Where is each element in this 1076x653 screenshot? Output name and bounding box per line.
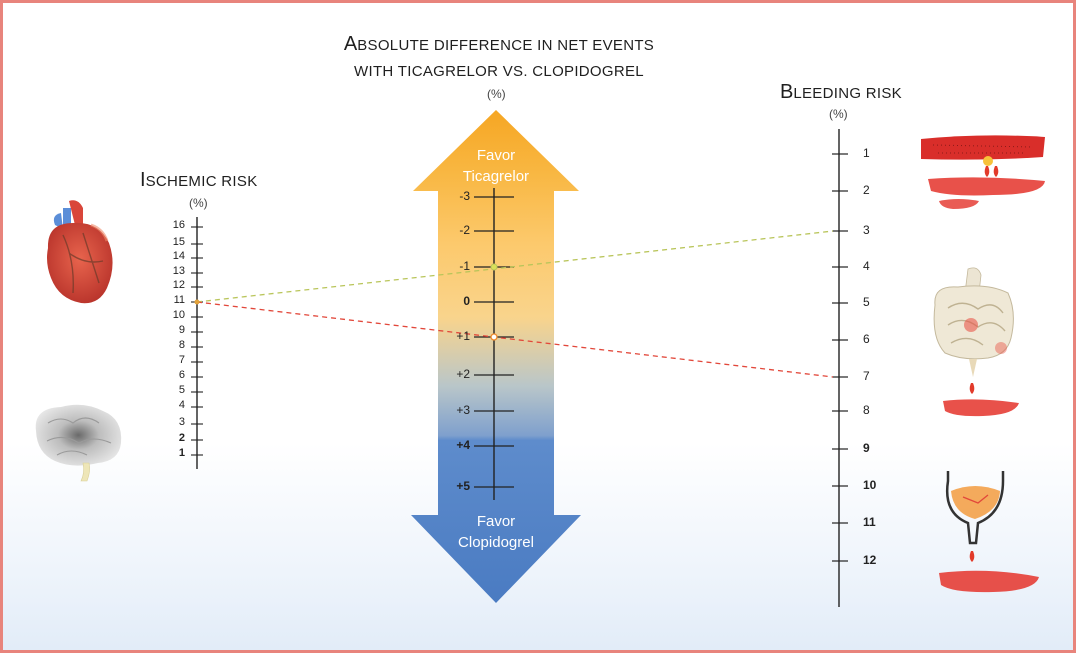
bleeding-tick-label: 4	[863, 259, 870, 273]
bleeding-tick-label: 2	[863, 183, 870, 197]
favor-ticagrelor-label: Favor Ticagrelor	[462, 147, 530, 185]
orange-marker	[490, 333, 498, 341]
bleeding-tick-label: 3	[863, 223, 870, 237]
bleeding-tick-label: 7	[863, 369, 870, 383]
bleeding-title: Bleeding risk	[780, 81, 902, 103]
center-tick-label: +3	[456, 403, 470, 417]
bleeding-tick-label: 8	[863, 403, 870, 417]
ischemic-tick-label: 16	[172, 219, 185, 231]
main-title-cap: A	[343, 33, 358, 55]
center-scale	[474, 188, 514, 500]
bladder-icon	[939, 471, 1039, 593]
bleeding-tick-label: 9	[863, 441, 870, 455]
ischemic-tick-label: 2	[178, 432, 185, 444]
central-double-arrow	[411, 110, 581, 603]
ischemic-tick-label: 14	[172, 250, 185, 262]
bleeding-tick-label: 6	[863, 332, 870, 346]
center-tick-label: +4	[456, 438, 470, 452]
center-tick-label: +2	[456, 367, 470, 381]
blood-vessel-icon	[921, 135, 1045, 209]
center-tick-label: -3	[459, 189, 470, 203]
main-title-line1: bsolute difference in net events	[357, 37, 655, 54]
red-connector-line	[196, 301, 834, 378]
bleeding-tick-label: 1	[863, 146, 870, 160]
center-tick-label: -1	[459, 259, 470, 273]
ischemic-tick-label: 12	[172, 279, 185, 291]
ischemic-tick-label: 11	[173, 294, 185, 306]
ischemic-tick-label: 13	[172, 265, 185, 277]
intestine-icon	[933, 267, 1019, 417]
ischemic-tick-label: 6	[178, 369, 185, 381]
ischemic-tick-label: 5	[178, 384, 185, 396]
brain-icon	[35, 404, 122, 482]
ischemic-marker	[194, 299, 200, 305]
ischemic-tick-label: 8	[178, 339, 185, 351]
center-tick-label: +5	[456, 479, 470, 493]
ischemic-title: Ischemic risk	[140, 169, 258, 191]
bleeding-tick-label: 11	[863, 515, 876, 529]
center-tick-label: 0	[463, 294, 470, 308]
bleeding-tick-label: 5	[863, 295, 870, 309]
ischemic-tick-label: 7	[178, 354, 185, 366]
ischemic-tick-label: 3	[178, 416, 185, 428]
ischemic-scale	[191, 217, 203, 469]
bleeding-scale	[832, 129, 848, 607]
green-connector-line	[196, 230, 834, 303]
ischemic-tick-label: 4	[178, 399, 185, 411]
heart-icon	[47, 200, 113, 304]
center-tick-label: +1	[456, 329, 470, 343]
ischemic-tick-label: 15	[172, 236, 185, 248]
main-title: Absolute difference in net events	[343, 33, 655, 56]
ischemic-unit: (%)	[189, 196, 208, 210]
green-marker	[490, 263, 498, 271]
favor-clopidogrel-label: Favor Clopidogrel	[458, 513, 534, 551]
main-title-unit: (%)	[487, 87, 506, 101]
main-title-line2: with ticagrelor vs. clopidogrel	[354, 63, 644, 80]
ischemic-tick-label: 1	[178, 447, 185, 459]
bleeding-tick-label: 10	[863, 478, 877, 492]
nomogram-diagram	[35, 110, 1045, 607]
bleeding-unit: (%)	[829, 107, 848, 121]
bleeding-tick-label: 12	[863, 553, 877, 567]
ischemic-tick-label: 10	[172, 309, 185, 321]
center-tick-label: -2	[459, 223, 470, 237]
ischemic-tick-label: 9	[178, 324, 185, 336]
